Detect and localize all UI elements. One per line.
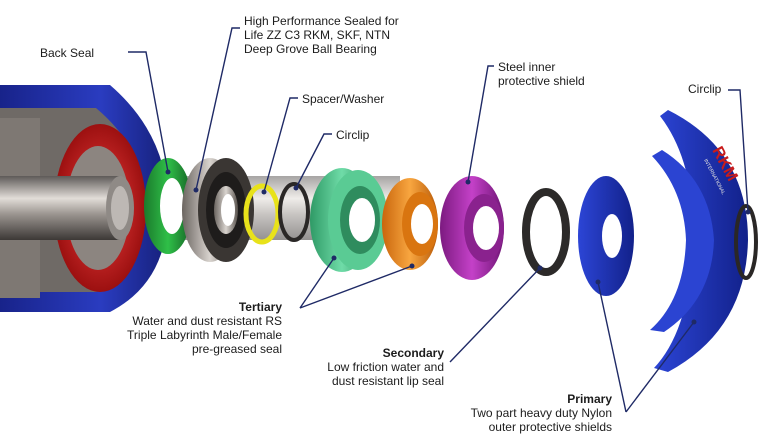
label-primary-line-2: outer protective shields xyxy=(488,420,612,434)
label-secondary: Secondary Low friction water and dust re… xyxy=(300,346,444,388)
label-secondary-line-2: dust resistant lip seal xyxy=(331,374,444,388)
leader-dots xyxy=(165,169,751,325)
label-spacer-washer: Spacer/Washer xyxy=(302,92,385,106)
leader-lines xyxy=(128,27,749,413)
label-back-seal: Back Seal xyxy=(40,46,95,60)
lip-seal xyxy=(382,178,438,270)
circlip-outer xyxy=(734,204,758,280)
label-steel-shield: Steel inner protective shield xyxy=(498,60,585,88)
primary-outer-shield: RKM INTERNATIONAL xyxy=(650,110,748,372)
label-bearing-line-2: Life ZZ C3 RKM, SKF, NTN xyxy=(244,28,391,42)
label-tertiary: Tertiary Water and dust resistant RS Tri… xyxy=(118,300,282,356)
label-primary: Primary Two part heavy duty Nylon outer … xyxy=(452,392,612,434)
label-tertiary-line-1: Water and dust resistant RS xyxy=(132,314,282,328)
lip-seal-ring xyxy=(522,188,570,276)
label-primary-title: Primary xyxy=(567,392,612,406)
label-secondary-line-1: Low friction water and xyxy=(327,360,444,374)
roller-housing xyxy=(0,85,168,312)
label-secondary-title: Secondary xyxy=(382,346,444,360)
label-bearing-line-3: Deep Grove Ball Bearing xyxy=(244,42,377,56)
label-tertiary-line-2: Triple Labyrinth Male/Female xyxy=(127,328,282,342)
label-tertiary-title: Tertiary xyxy=(238,300,282,314)
label-primary-line-1: Two part heavy duty Nylon xyxy=(470,406,612,420)
back-seal xyxy=(144,158,192,254)
labyrinth-seal xyxy=(310,168,388,272)
label-circlip-outer: Circlip xyxy=(688,82,722,96)
label-steel-shield-line-2: protective shield xyxy=(498,74,585,88)
circlip-inner xyxy=(278,182,310,242)
label-steel-shield-line-1: Steel inner xyxy=(498,60,556,74)
label-tertiary-line-3: pre-greased seal xyxy=(191,342,282,356)
ball-bearing xyxy=(182,158,254,262)
label-circlip-inner: Circlip xyxy=(336,128,370,142)
primary-inner-shield xyxy=(578,176,634,296)
spacer-washer xyxy=(243,183,281,245)
label-bearing-line-1: High Performance Sealed for xyxy=(244,14,399,28)
steel-inner-shield xyxy=(440,176,504,280)
label-bearing: High Performance Sealed for Life ZZ C3 R… xyxy=(244,14,399,56)
